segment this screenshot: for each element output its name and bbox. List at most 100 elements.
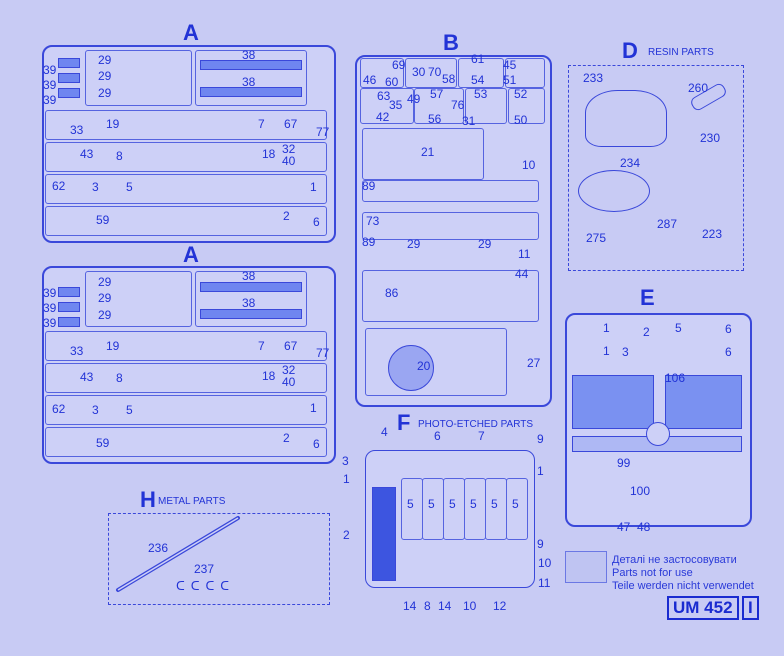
part-label: 11 bbox=[538, 576, 551, 590]
unused-parts-swatch bbox=[565, 551, 607, 583]
part-label: 63 bbox=[377, 89, 391, 103]
part-label: 29 bbox=[98, 275, 112, 289]
sprue-letter: H bbox=[140, 487, 156, 512]
part-label: 5 bbox=[449, 497, 456, 511]
part-label: 10 bbox=[463, 599, 477, 613]
part-label: 1 bbox=[310, 401, 317, 415]
part-label: 230 bbox=[700, 131, 721, 145]
part-label: 77 bbox=[316, 125, 330, 139]
part-label: 29 bbox=[98, 308, 112, 322]
metal-clips: ᑕᑕᑕᑕ bbox=[176, 579, 236, 593]
part-label: 3 bbox=[92, 180, 99, 194]
part-label: 51 bbox=[503, 73, 517, 87]
part-label: 29 bbox=[407, 237, 421, 251]
part-label: 30 bbox=[412, 65, 426, 79]
part-label: 29 bbox=[98, 86, 112, 100]
part-label: 39 bbox=[43, 316, 57, 330]
sprue-letter: A bbox=[183, 242, 199, 267]
part-label: 5 bbox=[126, 403, 133, 417]
part-label: 43 bbox=[80, 147, 94, 161]
sprue-letter: D bbox=[622, 38, 638, 63]
part-label: 99 bbox=[617, 456, 631, 470]
sheet-code: UM 452 bbox=[667, 596, 739, 620]
part-label: 48 bbox=[637, 520, 651, 534]
part-label: 20 bbox=[417, 359, 431, 373]
part-label: 62 bbox=[52, 402, 66, 416]
part-label: 35 bbox=[389, 98, 403, 112]
part-label: 38 bbox=[242, 75, 256, 89]
legend-en: Parts not for use bbox=[612, 567, 693, 579]
legend-uk: Деталі не застосовувати bbox=[612, 554, 737, 566]
part-label: 236 bbox=[148, 541, 169, 555]
part-label: 3 bbox=[622, 345, 629, 359]
sheet-page: I bbox=[742, 596, 759, 620]
part-label: 6 bbox=[313, 437, 320, 451]
part-label: 6 bbox=[725, 345, 732, 359]
part-label: 2 bbox=[643, 325, 650, 339]
part-label: 5 bbox=[512, 497, 519, 511]
part-label: 21 bbox=[421, 145, 435, 159]
part-label: 38 bbox=[242, 269, 256, 283]
part-label: 40 bbox=[282, 375, 296, 389]
part-label: 6 bbox=[434, 429, 441, 443]
part-label: 73 bbox=[366, 214, 380, 228]
part-label: 39 bbox=[43, 301, 57, 315]
sprue-letter: E bbox=[640, 285, 655, 310]
section-title: RESIN PARTS bbox=[648, 47, 714, 58]
part-label: 58 bbox=[442, 72, 456, 86]
part-label: 1 bbox=[537, 464, 544, 478]
part-label: 5 bbox=[491, 497, 498, 511]
part-label: 234 bbox=[620, 156, 641, 170]
part-label: 33 bbox=[70, 344, 84, 358]
part-label: 56 bbox=[428, 112, 442, 126]
part-label: 19 bbox=[106, 339, 120, 353]
section-title: PHOTO-ETCHED PARTS bbox=[418, 419, 534, 430]
part-label: 233 bbox=[583, 71, 604, 85]
part-label: 38 bbox=[242, 296, 256, 310]
part-label: 5 bbox=[407, 497, 414, 511]
part-label: 50 bbox=[514, 113, 528, 127]
part-label: 1 bbox=[343, 472, 350, 486]
part-label: 52 bbox=[514, 87, 528, 101]
part-label: 287 bbox=[657, 217, 678, 231]
part-label: 47 bbox=[617, 520, 631, 534]
part-label: 2 bbox=[343, 528, 350, 542]
part-label: 237 bbox=[194, 562, 215, 576]
part-label: 260 bbox=[688, 81, 709, 95]
sprue-letter: A bbox=[183, 20, 199, 45]
part-label: 29 bbox=[98, 53, 112, 67]
part-label: 67 bbox=[284, 339, 298, 353]
part-label: 8 bbox=[424, 599, 431, 613]
part-label: 8 bbox=[116, 371, 123, 385]
part-label: 70 bbox=[428, 65, 442, 79]
part-label: 14 bbox=[403, 599, 417, 613]
part-label: 69 bbox=[392, 58, 406, 72]
part-label: 39 bbox=[43, 78, 57, 92]
part-label: 1 bbox=[310, 180, 317, 194]
part-label: 7 bbox=[478, 429, 485, 443]
part-label: 2 bbox=[283, 209, 290, 223]
part-label: 10 bbox=[538, 556, 552, 570]
part-label: 3 bbox=[92, 403, 99, 417]
part-label: 46 bbox=[363, 73, 377, 87]
part-label: 7 bbox=[258, 117, 265, 131]
part-label: 7 bbox=[258, 339, 265, 353]
part-label: 27 bbox=[527, 356, 541, 370]
part-label: 45 bbox=[503, 58, 517, 72]
part-label: 5 bbox=[126, 180, 133, 194]
part-label: 54 bbox=[471, 73, 485, 87]
part-label: 38 bbox=[242, 48, 256, 62]
part-label: 1 bbox=[603, 321, 610, 335]
part-label: 32 bbox=[282, 363, 296, 377]
part-label: 39 bbox=[43, 63, 57, 77]
part-label: 5 bbox=[675, 321, 682, 335]
part-label: 6 bbox=[313, 215, 320, 229]
part-label: 223 bbox=[702, 227, 723, 241]
part-label: 1 bbox=[603, 344, 610, 358]
part-label: 9 bbox=[537, 537, 544, 551]
part-label: 62 bbox=[52, 179, 66, 193]
part-label: 39 bbox=[43, 286, 57, 300]
part-label: 11 bbox=[518, 247, 531, 261]
part-label: 67 bbox=[284, 117, 298, 131]
part-label: 106 bbox=[665, 371, 686, 385]
